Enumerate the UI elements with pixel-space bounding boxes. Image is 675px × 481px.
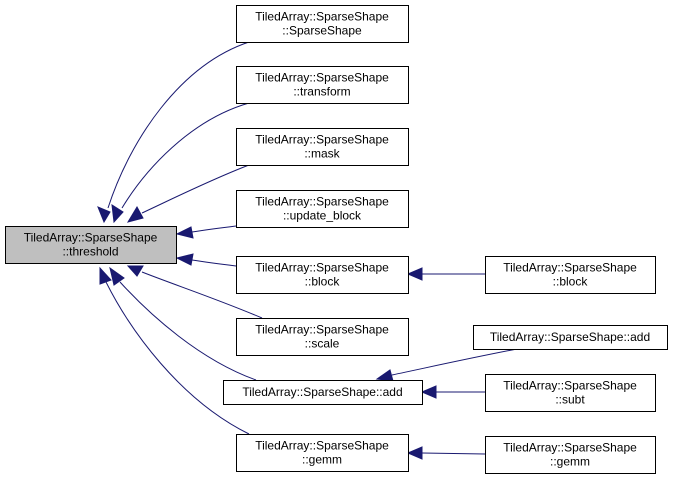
node-update_block[interactable]: TiledArray::SparseShape::update_block [236, 190, 409, 228]
node-label: TiledArray::SparseShape [255, 439, 389, 453]
edge-transform-to-threshold [111, 102, 250, 224]
edge-update_block-to-threshold [175, 225, 237, 239]
node-box[interactable] [5, 226, 177, 264]
node-label: TiledArray::SparseShape [255, 10, 389, 24]
edge-subt-to-add [420, 385, 485, 399]
node-label: TiledArray::SparseShape [503, 261, 637, 275]
node-label: TiledArray::SparseShape [255, 71, 389, 85]
node-box[interactable] [223, 380, 423, 405]
node-label: TiledArray::SparseShape [255, 323, 389, 337]
arrowhead-icon [406, 446, 423, 460]
node-label: ::subt [555, 393, 585, 407]
node-label: ::mask [304, 147, 340, 161]
node-mask[interactable]: TiledArray::SparseShape::mask [236, 128, 409, 166]
arrowhead-icon [99, 266, 112, 285]
arrowhead-icon [420, 385, 437, 399]
node-block[interactable]: TiledArray::SparseShape::block [236, 256, 409, 294]
node-box[interactable] [236, 318, 409, 356]
arrowhead-icon [175, 253, 194, 266]
node-block2[interactable]: TiledArray::SparseShape::block [485, 256, 656, 294]
edge-mask-to-threshold [126, 164, 250, 223]
edge-line [191, 225, 237, 233]
node-label: TiledArray::SparseShape::add [242, 385, 402, 399]
node-box[interactable] [485, 436, 656, 474]
node-label: ::threshold [62, 245, 118, 259]
arrowhead-icon [375, 369, 394, 382]
edge-sparseshape-to-threshold [97, 41, 250, 224]
node-label: ::block [305, 275, 341, 289]
edge-gemm-to-threshold [99, 266, 250, 435]
edge-line [391, 348, 518, 376]
node-label: TiledArray::SparseShape [24, 231, 158, 245]
node-sparseshape[interactable]: TiledArray::SparseShape::SparseShape [236, 5, 409, 43]
node-label: TiledArray::SparseShape [503, 441, 637, 455]
edge-gemm2-to-gemm [406, 446, 486, 460]
edge-add-to-threshold [109, 266, 257, 381]
arrowhead-icon [111, 204, 124, 224]
node-label: TiledArray::SparseShape::add [490, 330, 650, 344]
node-subt[interactable]: TiledArray::SparseShape::subt [485, 374, 656, 412]
arrowhead-icon [406, 267, 423, 281]
node-gemm[interactable]: TiledArray::SparseShape::gemm [236, 434, 409, 472]
arrowhead-icon [175, 226, 194, 239]
edge-block2-to-block [406, 267, 485, 281]
arrowhead-icon [126, 265, 144, 277]
edge-line [141, 271, 263, 319]
node-box[interactable] [485, 374, 656, 412]
node-box[interactable] [236, 434, 409, 472]
edge-line [121, 102, 250, 209]
node-box[interactable] [473, 325, 668, 350]
node-label: ::block [553, 275, 589, 289]
arrowhead-icon [109, 266, 125, 286]
edge-line [191, 259, 237, 267]
node-box[interactable] [485, 256, 656, 294]
node-label: ::transform [293, 85, 350, 99]
edge-line [421, 452, 486, 455]
node-gemm2[interactable]: TiledArray::SparseShape::gemm [485, 436, 656, 474]
nodes-layer: TiledArray::SparseShape::thresholdTiledA… [5, 5, 668, 474]
node-label: TiledArray::SparseShape [503, 379, 637, 393]
edge-line [141, 164, 250, 214]
node-threshold[interactable]: TiledArray::SparseShape::threshold [5, 226, 177, 264]
edge-line [119, 281, 257, 381]
node-box[interactable] [236, 128, 409, 166]
node-transform[interactable]: TiledArray::SparseShape::transform [236, 66, 409, 104]
edge-block-to-threshold [175, 253, 237, 267]
node-label: TiledArray::SparseShape [255, 261, 389, 275]
edge-scale-to-threshold [126, 265, 263, 319]
node-label: ::gemm [302, 453, 342, 467]
node-scale[interactable]: TiledArray::SparseShape::scale [236, 318, 409, 356]
edges-layer [97, 41, 518, 460]
edge-line [105, 281, 250, 435]
node-label: ::SparseShape [282, 24, 362, 38]
node-label: ::update_block [283, 209, 362, 223]
node-box[interactable] [236, 5, 409, 43]
node-add[interactable]: TiledArray::SparseShape::add [223, 380, 423, 405]
node-box[interactable] [236, 66, 409, 104]
arrowhead-icon [126, 205, 144, 223]
edge-line [107, 41, 250, 209]
arrowhead-icon [97, 206, 111, 224]
node-box[interactable] [236, 190, 409, 228]
node-label: ::scale [305, 337, 340, 351]
node-add2[interactable]: TiledArray::SparseShape::add [473, 325, 668, 350]
node-box[interactable] [236, 256, 409, 294]
node-label: TiledArray::SparseShape [255, 195, 389, 209]
node-label: ::gemm [550, 455, 590, 469]
node-label: TiledArray::SparseShape [255, 133, 389, 147]
